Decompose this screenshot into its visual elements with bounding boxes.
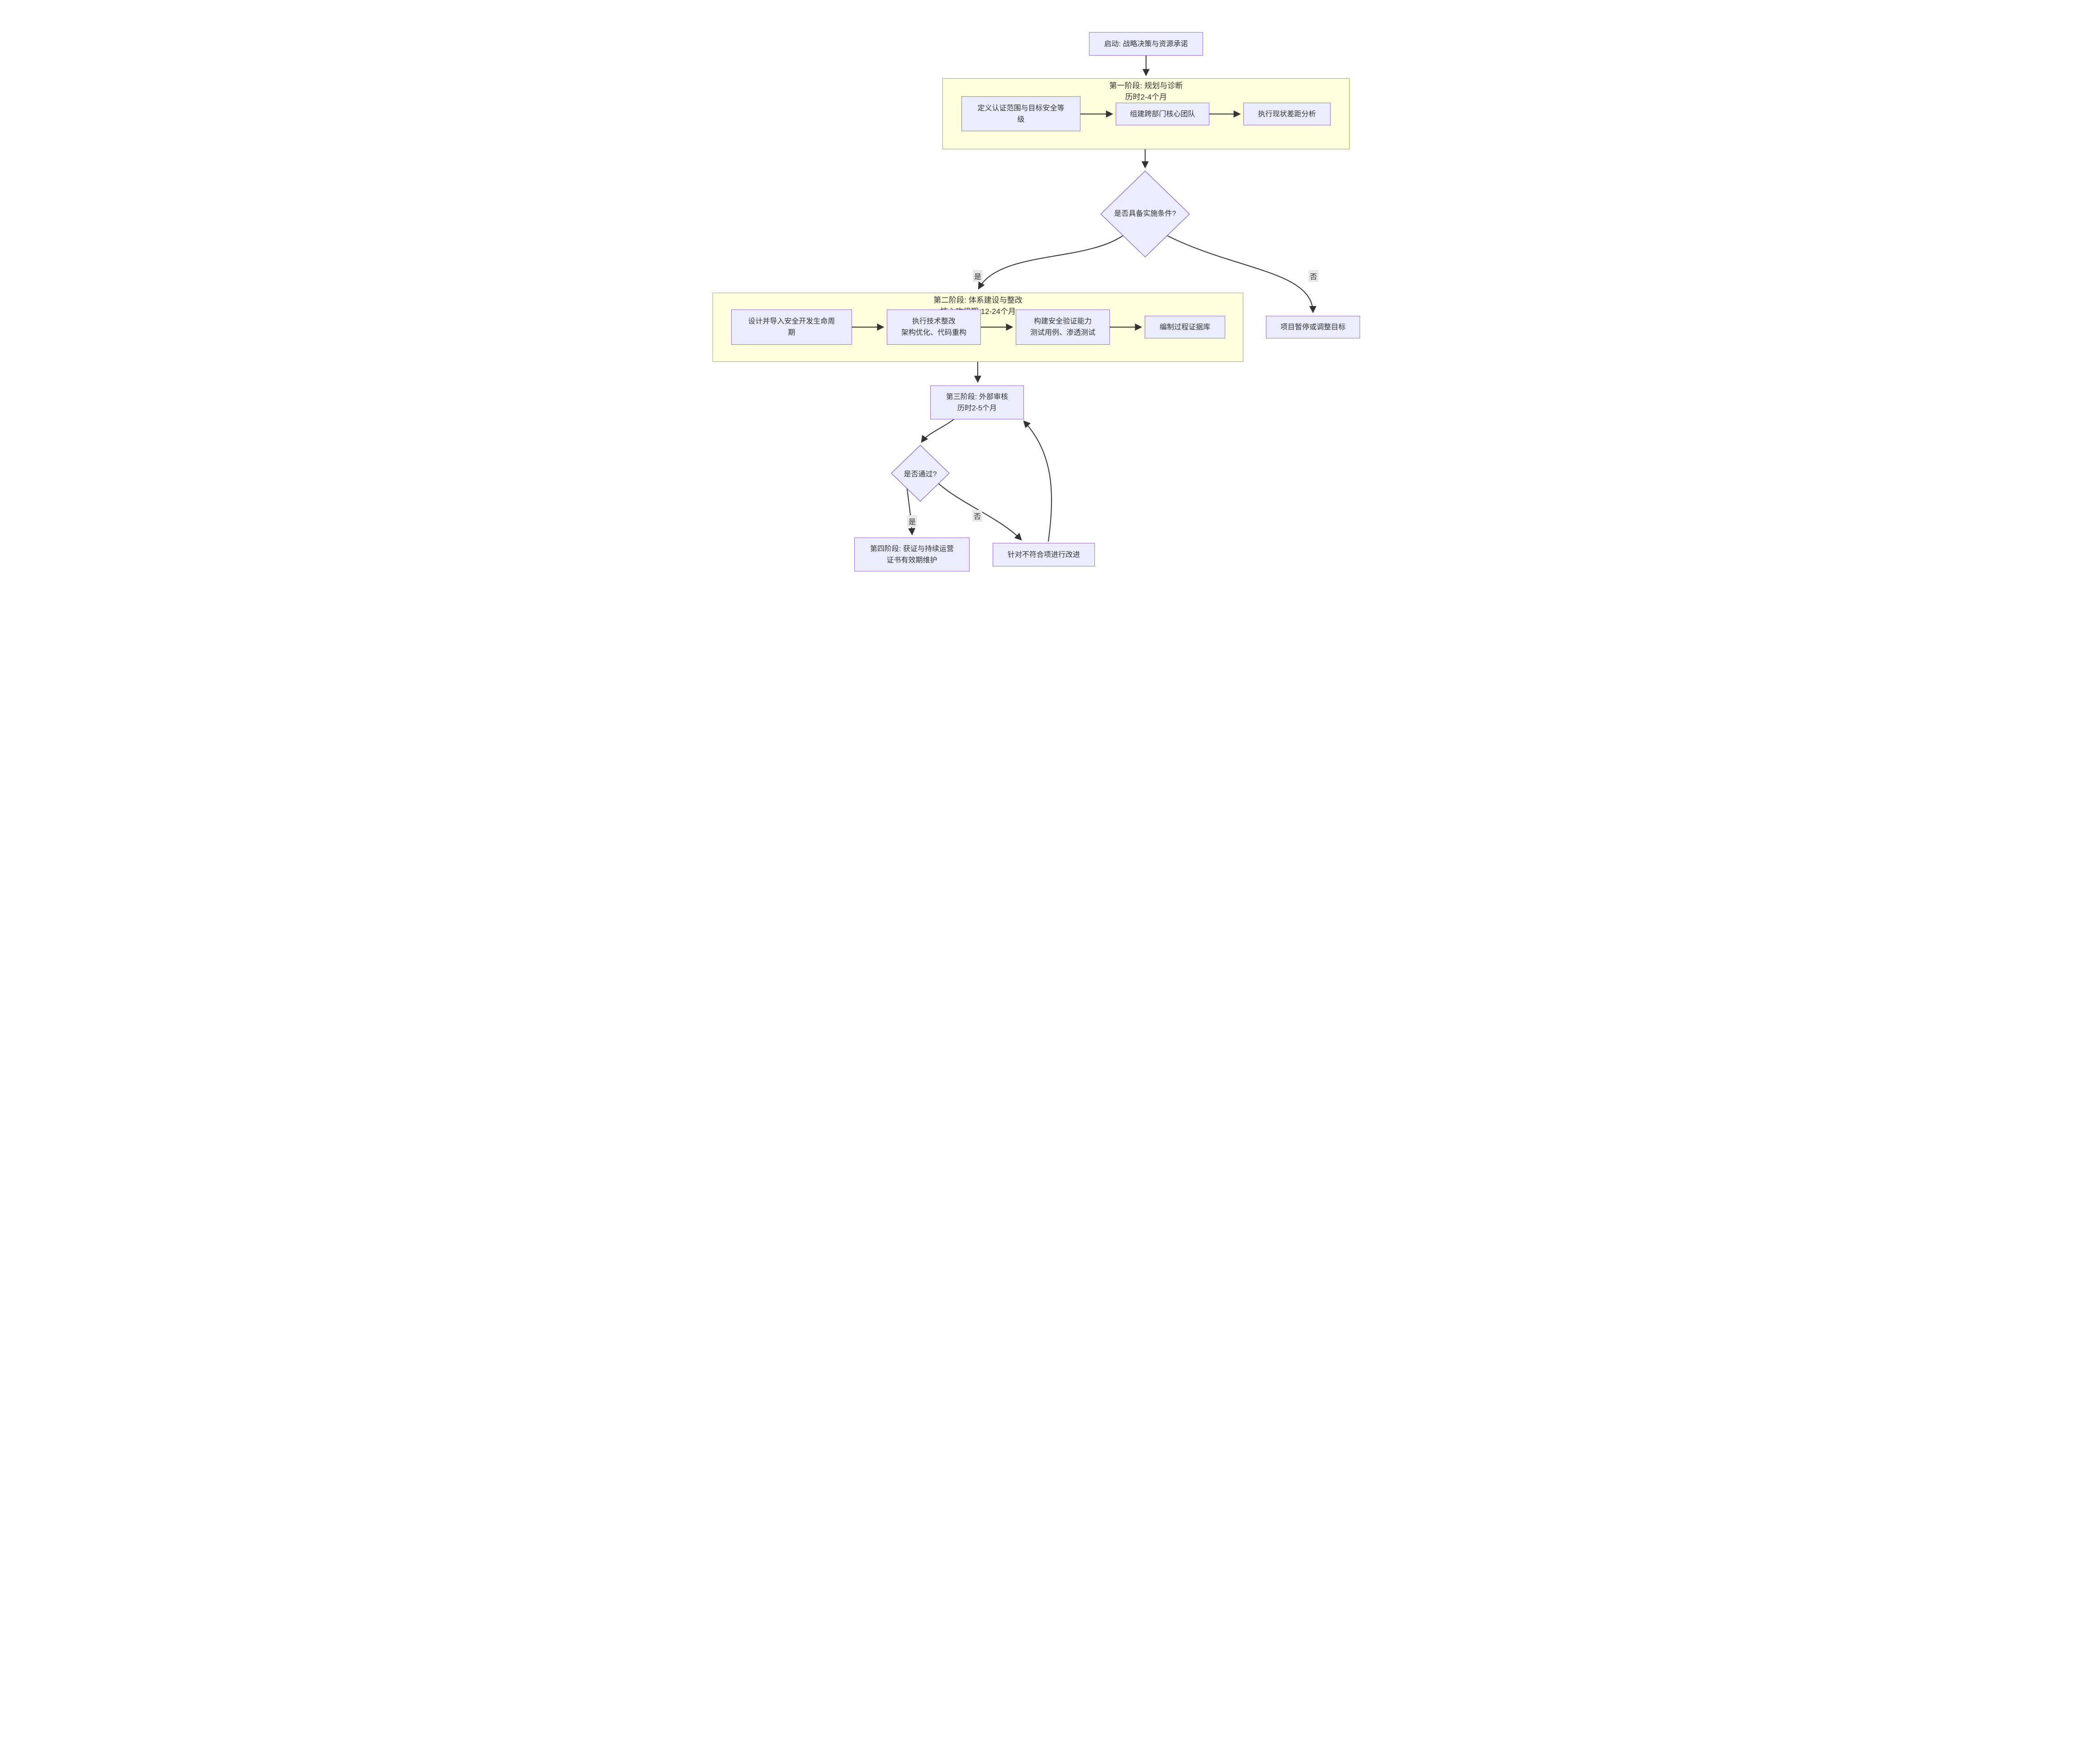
decision-implementation-label: 是否具备实施条件?	[1114, 210, 1176, 218]
node-pause-label: 项目暂停或调整目标	[1280, 323, 1346, 331]
cluster-phase1-title-line1: 第一阶段: 规划与诊断	[1109, 81, 1183, 90]
cluster-phase1-title-line2: 历时2-4个月	[1125, 93, 1167, 101]
edge-phase3-to-decision2	[921, 419, 954, 443]
node-sdl: 设计并导入安全开发生命周 期	[731, 309, 852, 345]
node-phase4-line2: 证书有效期维护	[886, 556, 937, 564]
flowchart-canvas: 第一阶段: 规划与诊断 历时2-4个月 第二阶段: 体系建设与整改 核心攻坚期 …	[682, 0, 1392, 603]
node-start-label: 启动: 战略决策与资源承诺	[1104, 40, 1188, 48]
node-tech-fix-line2: 架构优化、代码重构	[901, 329, 966, 337]
node-phase3-line1: 第三阶段: 外部审核	[946, 393, 1008, 401]
edge-label-yes-2: 是	[907, 515, 918, 527]
node-gap-analysis-label: 执行现状差距分析	[1258, 110, 1316, 118]
node-verify: 构建安全验证能力 测试用例、渗透测试	[1016, 309, 1110, 345]
node-define-scope-line1: 定义认证范围与目标安全等	[977, 104, 1065, 112]
node-verify-line2: 测试用例、渗透测试	[1030, 329, 1095, 337]
edge-decision-yes-to-phase2	[978, 235, 1124, 290]
node-sdl-line1: 设计并导入安全开发生命周	[748, 318, 835, 325]
edge-label-yes-1: 是	[972, 270, 983, 282]
node-start: 启动: 战略决策与资源承诺	[1089, 32, 1203, 56]
node-improve-label: 针对不符合项进行改进	[1007, 551, 1080, 559]
node-phase4: 第四阶段: 获证与持续运营 证书有效期维护	[854, 537, 970, 571]
node-build-team-label: 组建跨部门核心团队	[1130, 110, 1195, 118]
node-define-scope-line2: 级	[1017, 115, 1025, 124]
node-phase3-line2: 历时2-5个月	[957, 404, 997, 412]
node-build-team: 组建跨部门核心团队	[1116, 103, 1209, 125]
node-improve: 针对不符合项进行改进	[993, 543, 1095, 566]
cluster-phase1-title: 第一阶段: 规划与诊断 历时2-4个月	[942, 80, 1350, 103]
edge-improve-back-to-phase3	[1023, 420, 1052, 542]
node-evidence-label: 编制过程证据库	[1159, 323, 1210, 331]
node-sdl-line2: 期	[788, 329, 795, 337]
decision-pass-label: 是否通过?	[904, 471, 937, 478]
node-pause: 项目暂停或调整目标	[1266, 316, 1360, 338]
edge-label-no-2: 否	[972, 510, 983, 522]
cluster-phase2-title-line1: 第二阶段: 体系建设与整改	[933, 296, 1023, 304]
node-evidence: 编制过程证据库	[1145, 316, 1225, 338]
node-phase3: 第三阶段: 外部审核 历时2-5个月	[930, 385, 1024, 419]
node-tech-fix-line1: 执行技术整改	[912, 318, 956, 325]
node-phase4-line1: 第四阶段: 获证与持续运营	[870, 545, 954, 553]
node-gap-analysis: 执行现状差距分析	[1243, 103, 1331, 125]
edge-label-no-1: 否	[1308, 270, 1319, 282]
node-tech-fix: 执行技术整改 架构优化、代码重构	[887, 309, 981, 345]
node-verify-line1: 构建安全验证能力	[1033, 318, 1092, 325]
node-define-scope: 定义认证范围与目标安全等 级	[961, 96, 1080, 131]
